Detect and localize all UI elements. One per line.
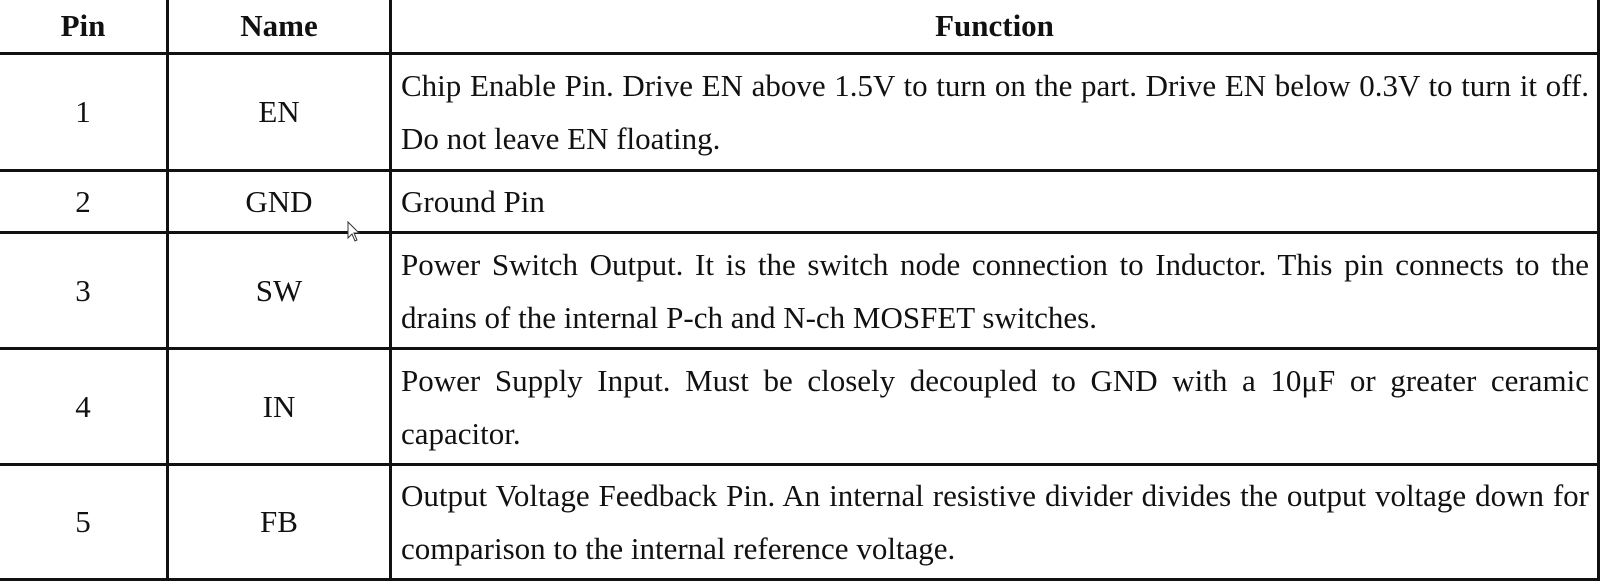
pin-cell: 2	[0, 169, 169, 234]
header-name: Name	[166, 0, 392, 55]
header-pin: Pin	[0, 0, 169, 55]
table-row: 5 FB Output Voltage Feedback Pin. An int…	[0, 463, 1600, 581]
pin-cell: 4	[0, 347, 169, 466]
pin-cell: 3	[0, 231, 169, 350]
header-row: Pin Name Function	[0, 0, 1600, 55]
name-cell: EN	[166, 52, 392, 172]
name-cell: IN	[166, 347, 392, 466]
table-row: 2 GND Ground Pin	[0, 169, 1600, 234]
table-row: 1 EN Chip Enable Pin. Drive EN above 1.5…	[0, 52, 1600, 172]
pin-cell: 5	[0, 463, 169, 581]
mouse-cursor-icon	[347, 221, 361, 242]
function-cell: Chip Enable Pin. Drive EN above 1.5V to …	[389, 52, 1600, 172]
table-row: 3 SW Power Switch Output. It is the swit…	[0, 231, 1600, 350]
name-cell: FB	[166, 463, 392, 581]
function-cell: Output Voltage Feedback Pin. An internal…	[389, 463, 1600, 581]
table-row: 4 IN Power Supply Input. Must be closely…	[0, 347, 1600, 466]
function-cell: Power Supply Input. Must be closely deco…	[389, 347, 1600, 466]
header-function: Function	[389, 0, 1600, 55]
function-cell: Ground Pin	[389, 169, 1600, 234]
name-cell: GND	[166, 169, 392, 234]
function-cell: Power Switch Output. It is the switch no…	[389, 231, 1600, 350]
pin-cell: 1	[0, 52, 169, 172]
name-cell: SW	[166, 231, 392, 350]
